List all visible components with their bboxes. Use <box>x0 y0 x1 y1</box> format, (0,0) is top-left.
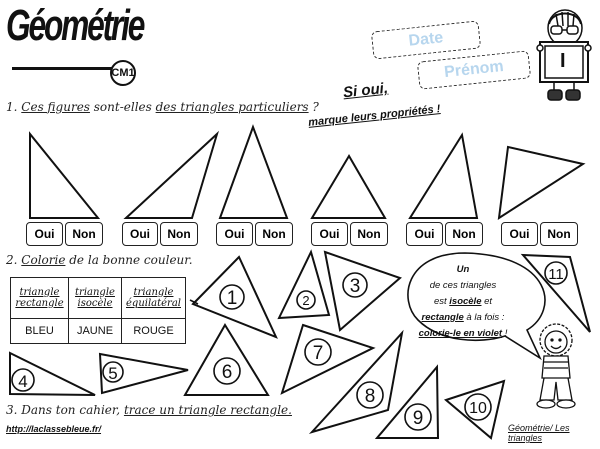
color-yellow: JAUNE <box>68 318 122 344</box>
triangle-number: 1 <box>227 288 238 309</box>
triangle-number: 8 <box>365 386 376 407</box>
color-triangle-5[interactable] <box>98 352 189 395</box>
triangle-number: 11 <box>548 266 564 283</box>
color-triangle-7[interactable] <box>280 323 376 395</box>
triangle-number: 5 <box>108 364 117 383</box>
color-triangle-6[interactable] <box>183 323 270 396</box>
figure-b-yes-button[interactable]: Oui <box>122 222 158 246</box>
title-underline <box>12 67 112 70</box>
page-title: Géométrie <box>6 1 145 50</box>
figure-f-yes-button[interactable]: Oui <box>501 222 538 246</box>
figure-a-yes-button[interactable]: Oui <box>26 222 63 246</box>
figure-c-yes-button[interactable]: Oui <box>216 222 253 246</box>
exercise1-text: sont-elles <box>89 100 156 114</box>
color-triangle-9[interactable] <box>374 364 440 439</box>
figure-c-no-button[interactable]: Non <box>255 222 293 246</box>
triangle-number: 2 <box>302 293 309 308</box>
exercise1-emphasis-1: Ces figures <box>21 100 90 114</box>
mascot-boy-glasses-icon <box>536 9 592 101</box>
color-blue: BLEU <box>10 318 69 344</box>
figure-b-no-button[interactable]: Non <box>160 222 198 246</box>
triangle-figure-a <box>29 131 101 219</box>
figure-e-no-button[interactable]: Non <box>445 222 483 246</box>
triangle-number: 3 <box>350 276 361 297</box>
figure-f-no-button[interactable]: Non <box>540 222 578 246</box>
exercise1-number: 1. <box>6 100 18 114</box>
triangle-number: 6 <box>222 362 233 383</box>
figure-e-yes-button[interactable]: Oui <box>406 222 443 246</box>
color-triangle-2[interactable] <box>277 249 331 320</box>
color-red: ROUGE <box>121 318 186 344</box>
figure-d-yes-button[interactable]: Oui <box>311 222 348 246</box>
exercise1-question-mark: ? <box>308 100 319 114</box>
triangle-figure-b <box>123 130 219 219</box>
exercise1-question: 1. Ces figures sont-elles des triangles … <box>6 100 319 114</box>
color-triangle-3[interactable] <box>323 250 402 332</box>
exercise2-number: 2. <box>6 253 18 267</box>
triangle-figure-f <box>497 145 586 220</box>
date-field-label: Date <box>407 29 445 50</box>
triangle-figure-c <box>218 124 289 219</box>
triangle-figure-d <box>310 154 387 219</box>
exercise2-instruction: 2. Colorie de la bonne couleur. <box>6 253 193 267</box>
speech-bubble <box>407 252 546 361</box>
exercise3-number: 3. <box>6 403 18 417</box>
exercise3-instruction: 3. Dans ton cahier, trace un triangle re… <box>6 403 292 417</box>
triangle-number: 4 <box>18 372 27 391</box>
triangle-figure-e <box>408 132 479 219</box>
exercise2-text: de la bonne couleur. <box>65 253 193 267</box>
exercise2-emphasis: Colorie <box>21 253 66 267</box>
exercise3-emphasis: trace un triangle rectangle. <box>123 403 292 417</box>
speech-bubble-text: Un de ces triangles est isocèle et recta… <box>418 264 508 339</box>
color-triangle-10[interactable] <box>443 379 506 440</box>
level-badge: CM1 <box>110 60 136 86</box>
figure-a-no-button[interactable]: Non <box>65 222 103 246</box>
mascot-curly-kid-icon <box>536 323 576 409</box>
color-triangle-11[interactable] <box>520 253 591 333</box>
triangle-number: 7 <box>313 343 324 364</box>
source-link[interactable]: http://laclassebleue.fr/ <box>6 424 102 434</box>
color-triangle-8[interactable] <box>308 329 404 434</box>
topic-label: Géométrie/ Les triangles <box>508 423 570 443</box>
exercise3-text: Dans ton cahier, <box>21 403 124 417</box>
figure-d-no-button[interactable]: Non <box>350 222 388 246</box>
color-triangle-1[interactable] <box>191 255 278 339</box>
triangle-number: 10 <box>469 400 487 417</box>
triangle-number: 9 <box>413 408 424 429</box>
firstname-field-label: Prénom <box>443 57 505 82</box>
mascot-board-glyph: I <box>560 50 566 72</box>
exercise1-emphasis-2: des triangles particuliers <box>155 100 309 114</box>
color-triangle-4[interactable] <box>9 351 96 396</box>
